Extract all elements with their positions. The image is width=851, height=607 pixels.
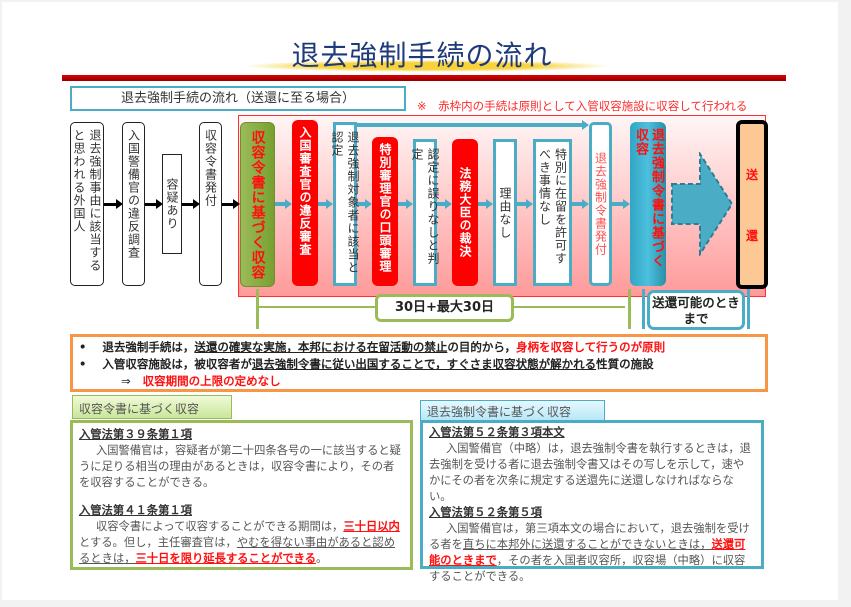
red-frame-note: ※ 赤枠内の手続は原則として入管収容施設に収容して行われる <box>417 99 748 113</box>
bullet-1: • 退去強制手続は，送還の確実な実施，本邦における在留活動の禁止の目的から，身柄… <box>79 340 666 354</box>
arrow-icon: ⇒ <box>121 374 131 388</box>
deportation-char-2: 還 <box>745 229 758 243</box>
arrow <box>104 203 118 206</box>
big-arrow-icon <box>671 152 734 256</box>
arrow <box>437 202 446 206</box>
step-foreigner: 退去強制事由に該当すると思われる外国人 <box>70 122 104 286</box>
period-bracket <box>747 289 750 329</box>
arrow <box>612 202 624 206</box>
text: ，その者を入国者収容所，収容場（中略）に収容することができる。 <box>429 554 746 583</box>
text: 三十日以内 <box>343 520 400 533</box>
arrow-head <box>285 199 292 209</box>
law-article: 入管法第５２条第５項 <box>429 506 542 519</box>
step-detention-order-issued: 収容令書発付 <box>199 122 222 286</box>
arrow-head <box>156 199 163 209</box>
text: 身柄を収容して行うのが原則 <box>516 340 666 354</box>
title-rule <box>62 75 786 81</box>
arrow-head <box>582 120 589 130</box>
step-immigration-inspector-examination: 入国審査官の違反審査 <box>292 120 318 286</box>
law-article: 入管法第４１条第１項 <box>79 504 192 517</box>
step-suspicion: 容疑あり <box>162 154 182 254</box>
step-deportation-order-issued: 退去強制令書発付 <box>589 122 612 286</box>
period-bracket <box>642 289 645 329</box>
text: 退去強制手続は， <box>102 340 195 354</box>
text: 収容令書によって収容することができる期間は， <box>95 520 344 533</box>
arrow <box>275 202 287 206</box>
bullet-2: • 入管収容施設は，被収容者が退去強制令書に従い出国することで，すぐさま収容状態… <box>79 357 654 371</box>
step-minister-decision: 法務大臣の裁決 <box>452 139 478 286</box>
arrow <box>145 203 157 206</box>
text: 退去強制令書に従い出国することで，すぐさま収容状態が解かれる <box>251 357 597 371</box>
law-text: 入国警備官（中略）は，退去強制令書を執行するときは，退去強制を受ける者に退去強制… <box>429 442 751 503</box>
arrow <box>517 202 527 206</box>
arrow <box>318 202 327 206</box>
step-detention-by-deportation-order: 退去強制令書に基づく収容 <box>630 122 666 286</box>
step-deportation: 送 還 <box>736 120 768 289</box>
text: 入管収容施設は，被収容者が <box>102 357 252 371</box>
period-30-days: 30日+最大30日 <box>375 294 514 322</box>
arrow <box>572 202 583 206</box>
step-violation-investigation: 入国警備官の違反調査 <box>122 122 145 286</box>
text: 直ちに本邦外に送還することができないときは， <box>462 538 712 551</box>
arrow-head <box>406 199 413 209</box>
arrow-head <box>486 199 493 209</box>
arrow <box>398 202 407 206</box>
deportation-char-1: 送 <box>745 168 758 182</box>
arrow-head <box>445 199 452 209</box>
text: の目的から， <box>447 340 517 354</box>
right-panel: 入管法第５２条第３項本文 入国警備官（中略）は，退去強制令書を執行するときは，退… <box>420 420 764 583</box>
step-deportee-recognition: 退去強制対象者に該当と認定 <box>330 122 360 286</box>
arrow-head <box>365 199 372 209</box>
slide: 退去強制手続の流れ 退去強制手続の流れ（送還に至る場合） ※ 赤枠内の手続は原則… <box>2 2 838 600</box>
arrow-head <box>526 199 533 209</box>
period-until-deportable: 送還可能のときまで <box>647 290 745 330</box>
arrow <box>478 202 487 206</box>
bullet-3: ⇒ 収容期間の上限の定めなし <box>79 373 765 390</box>
arrow-head <box>233 199 240 209</box>
page-title: 退去強制手続の流れ <box>291 39 553 72</box>
step-detention-by-order: 収容令書に基づく収容 <box>240 122 275 287</box>
arrow-head <box>326 199 333 209</box>
step-special-inquiry-hearing: 特別審理官の口頭審理 <box>372 137 398 286</box>
subtitle: 退去強制手続の流れ（送還に至る場合） <box>70 86 406 111</box>
text: とする。但し，主任審査官は， <box>79 536 237 549</box>
text: やむを得ない事由があると認めるときは， <box>79 536 395 565</box>
law-text: 入国警備官は，容疑者が第二十四条各号の一に該当すると疑うに足りる相当の理由がある… <box>79 444 401 489</box>
period-bracket <box>628 289 631 329</box>
law-text: 収容令書によって収容することができる期間は，三十日以内とする。但し，主任審査官は… <box>79 519 404 567</box>
text: 送還の確実な実施，本邦における在留活動の禁止 <box>194 340 448 354</box>
step-no-special-permission: 特別に在留を許可すべき事情なし <box>533 139 572 286</box>
law-article: 入管法第５２条第３項本文 <box>429 426 565 439</box>
left-panel: 入管法第３９条第１項 入国警備官は，容疑者が第二十四条各号の一に該当すると疑うに… <box>70 420 413 570</box>
step-no-reason: 理由なし <box>493 139 517 286</box>
law-article: 入管法第３９条第１項 <box>79 428 192 441</box>
principle-box: • 退去強制手続は，送還の確実な実施，本邦における在留活動の禁止の目的から，身柄… <box>70 334 768 392</box>
text: 収容期間の上限の定めなし <box>142 374 281 388</box>
title-highlight <box>242 60 612 72</box>
arrow-head <box>623 199 630 209</box>
period-bracket <box>256 289 259 329</box>
arrow-head <box>193 199 200 209</box>
arrow <box>357 202 366 206</box>
law-text: 入国警備官は，第三項本文の場合において，退去強制を受ける者を直ちに本邦外に送還す… <box>429 521 755 585</box>
text: 入国警備官は，第三項本文の場合において，退去強制を受ける者を <box>429 522 750 551</box>
text: 送還可能のときまで <box>429 538 746 567</box>
arrow-head <box>582 199 589 209</box>
arrow <box>182 203 194 206</box>
arrow-head <box>116 199 123 209</box>
text: 性質の施設 <box>596 357 654 371</box>
right-panel-tab: 退去強制令書に基づく収容 <box>420 400 605 421</box>
arrow <box>222 203 234 206</box>
bypass-arrow <box>357 123 583 127</box>
text: 三十日を限り延長することができる <box>135 552 317 565</box>
step-no-error-judgment: 認定に誤りなしと判定 <box>410 139 440 286</box>
text: 。 <box>316 552 328 565</box>
left-panel-tab: 収容令書に基づく収容 <box>72 395 232 419</box>
